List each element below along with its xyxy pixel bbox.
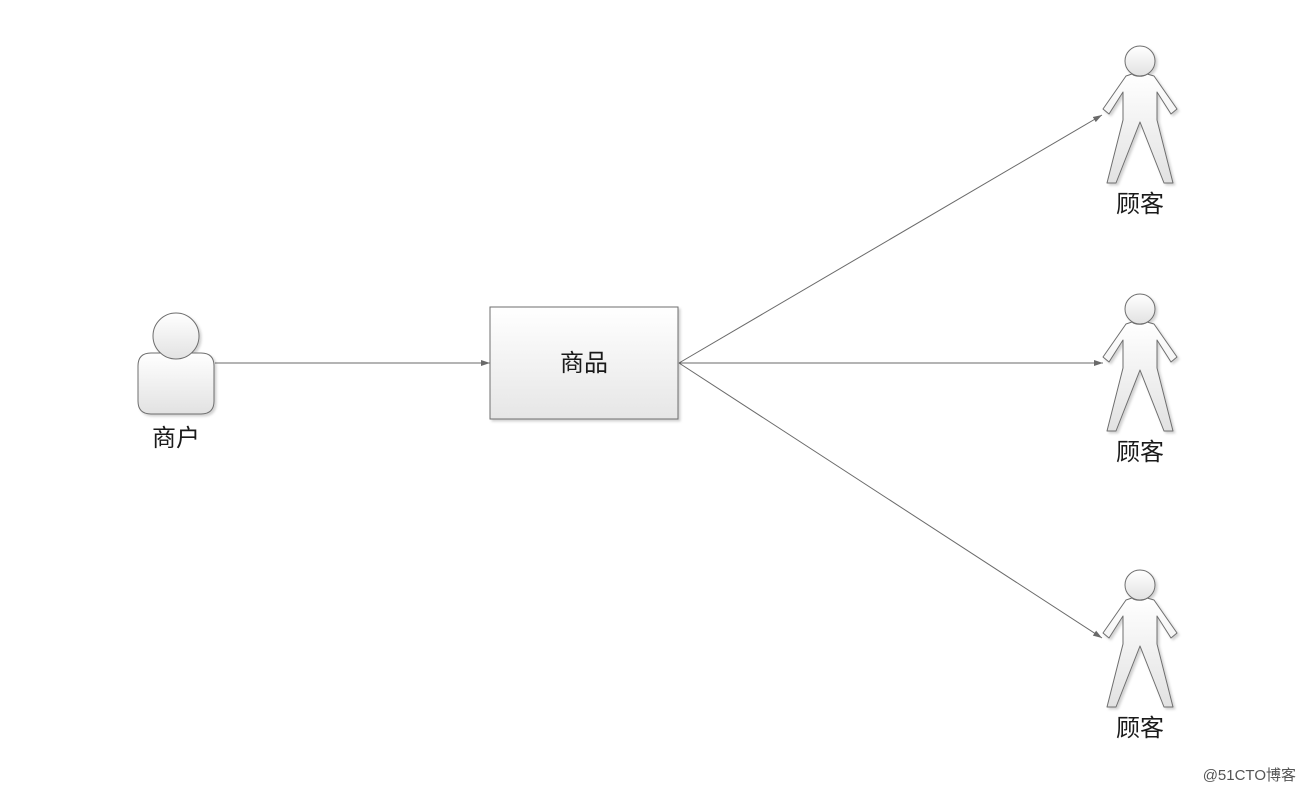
product-label: 商品 bbox=[560, 349, 608, 377]
customer-label-1: 顾客 bbox=[1116, 190, 1164, 218]
merchant-head-icon bbox=[152, 312, 200, 360]
actor-head-icon bbox=[1124, 293, 1156, 325]
actor-head-icon bbox=[1124, 569, 1156, 601]
arrow-product-to-customer-1 bbox=[678, 114, 1103, 364]
actor-figure-icon bbox=[1102, 73, 1178, 184]
actor-head-icon bbox=[1124, 45, 1156, 77]
customer-label-2: 顾客 bbox=[1116, 438, 1164, 466]
actor-figure-icon bbox=[1102, 321, 1178, 432]
watermark: @51CTO博客 bbox=[1202, 767, 1296, 784]
actor-figure-icon bbox=[1102, 597, 1178, 708]
customer-node-1[interactable] bbox=[1102, 45, 1178, 184]
customer-node-3[interactable] bbox=[1102, 569, 1178, 708]
merchant-body-icon bbox=[137, 352, 215, 415]
connectors bbox=[215, 114, 1103, 639]
customer-node-2[interactable] bbox=[1102, 293, 1178, 432]
merchant-node[interactable] bbox=[137, 312, 215, 415]
arrow-product-to-customer-3 bbox=[678, 362, 1103, 639]
merchant-label: 商户 bbox=[152, 424, 200, 452]
customer-label-3: 顾客 bbox=[1116, 714, 1164, 742]
product-box[interactable] bbox=[489, 306, 679, 420]
